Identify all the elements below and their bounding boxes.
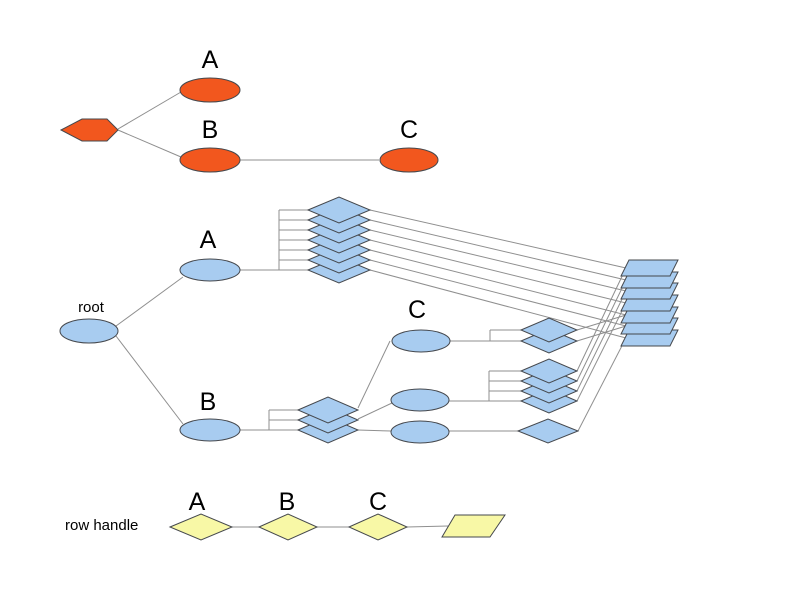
edge-root-to-b [115,335,184,425]
edge-c1-to-row5 [576,314,627,331]
node-handle-cell-c-diamond [347,513,409,541]
node-mid-ellipse-b3-ellipse [390,420,450,444]
edge-a-cell1-to-row1 [369,209,627,269]
node-top-ellipse-c-ellipse [379,147,439,173]
root-label: root [78,299,105,316]
node-mid-ellipse-a-ellipse [179,258,241,282]
node-b-cell-1-diamond [296,396,360,424]
node-s-cell-1-diamond [516,418,580,444]
edge-b-cell1-to-c [357,340,391,409]
node-top-root-hexagon-hexagon [59,118,119,142]
bottom-label-c: C [369,488,387,516]
bottom-label-a: A [189,488,206,516]
node-row-1-parallelogram [620,259,679,277]
edge-s-to-row7 [577,337,627,432]
edge-a-cell2-to-row2 [369,219,627,281]
edge-a-cell3-to-row3 [369,229,627,292]
edge-m4-to-row4 [576,302,627,402]
edge-b-cell3-to-b3 [357,429,392,432]
node-handle-cell-b-diamond [257,513,319,541]
mid-label-a: A [200,226,217,254]
edge-a-cell5-to-row5 [369,249,627,316]
edge-m1-to-row1 [576,267,627,372]
edge-c2-to-row6 [576,325,627,342]
edge-hex-to-top-b [117,129,182,158]
node-m-cell-1-diamond [519,358,579,384]
edge-handle-c-to-para [406,525,449,528]
edge-root-to-a [115,276,184,327]
node-mid-ellipse-c-ellipse [391,329,451,353]
node-handle-parallelogram-parallelogram [441,514,506,538]
row-handle-label: row handle [65,517,138,534]
node-a-cell-1-diamond [306,196,372,224]
mid-label-b: B [200,388,217,416]
edge-a-cell4-to-row4 [369,239,627,304]
top-label-c: C [400,116,418,144]
edge-a-cell6-to-row6 [369,259,627,327]
node-c-cell-1-diamond [519,317,579,343]
edge-b-cell2-to-b2 [357,402,393,420]
edge-m3-to-row3 [576,290,627,392]
node-top-ellipse-a-ellipse [179,77,241,103]
node-top-ellipse-b-ellipse [179,147,241,173]
top-label-a: A [202,46,219,74]
edge-a-cell7-to-row7 [369,269,627,339]
node-root-ellipse-ellipse [59,318,119,344]
node-mid-ellipse-b2-ellipse [390,388,450,412]
node-handle-cell-a-diamond [168,513,234,541]
bottom-label-b: B [279,488,296,516]
edge-hex-to-top-a [117,91,182,130]
top-label-b: B [202,116,219,144]
edge-m2-to-row2 [576,279,627,382]
mid-label-c: C [408,296,426,324]
node-mid-ellipse-b-ellipse [179,418,241,442]
